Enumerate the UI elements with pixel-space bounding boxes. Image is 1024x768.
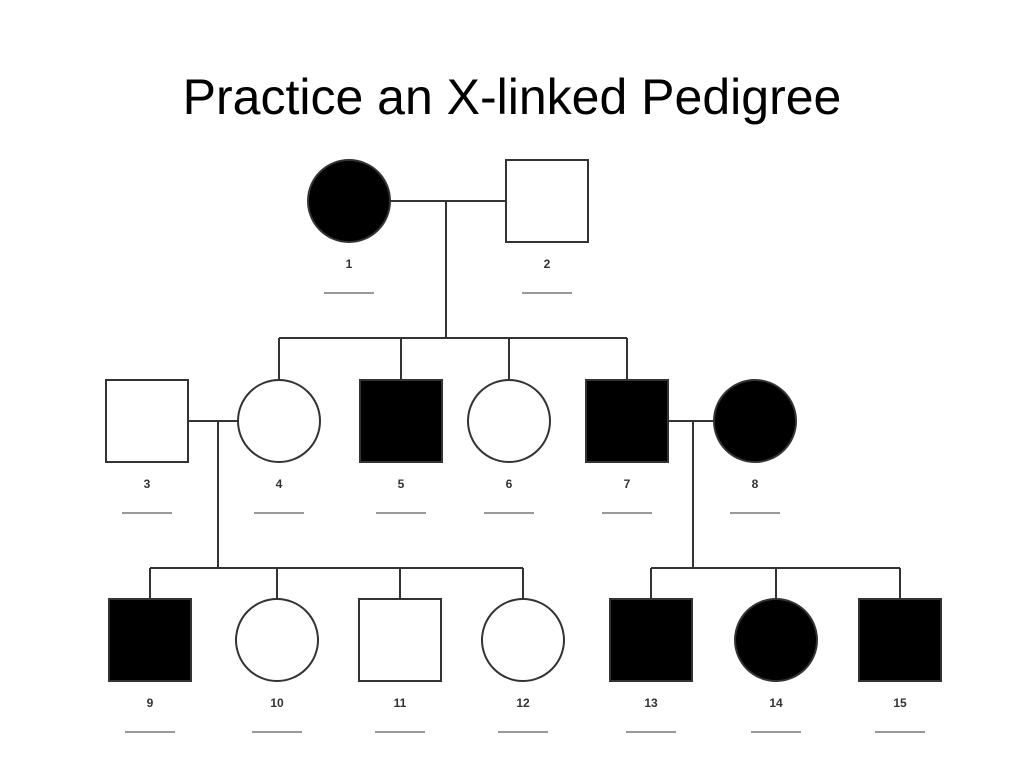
pedigree-lines xyxy=(149,200,901,599)
individual-id-label: 8 xyxy=(752,477,759,491)
individual-id-label: 6 xyxy=(506,477,513,491)
unaffected-female-symbol xyxy=(467,379,551,463)
individual-id-label: 7 xyxy=(624,477,631,491)
individual-id-label: 2 xyxy=(544,257,551,271)
unaffected-male-symbol xyxy=(105,379,189,463)
affected-female-symbol xyxy=(734,598,818,682)
unaffected-male-symbol xyxy=(358,598,442,682)
unaffected-female-symbol xyxy=(481,598,565,682)
unaffected-male-symbol xyxy=(505,159,589,243)
affected-female-symbol xyxy=(307,159,391,243)
individual-id-label: 12 xyxy=(516,696,530,710)
affected-male-symbol xyxy=(609,598,693,682)
unaffected-female-symbol xyxy=(237,379,321,463)
individual-id-label: 1 xyxy=(346,257,353,271)
affected-male-symbol xyxy=(359,379,443,463)
individual-id-label: 3 xyxy=(144,477,151,491)
affected-male-symbol xyxy=(858,598,942,682)
unaffected-female-symbol xyxy=(235,598,319,682)
individual-id-label: 9 xyxy=(147,696,154,710)
individual-id-label: 10 xyxy=(270,696,284,710)
individual-id-label: 13 xyxy=(644,696,658,710)
individual-id-label: 4 xyxy=(276,477,283,491)
individual-id-label: 5 xyxy=(398,477,405,491)
affected-male-symbol xyxy=(585,379,669,463)
affected-male-symbol xyxy=(108,598,192,682)
slide-title: Practice an X-linked Pedigree xyxy=(182,69,842,125)
individual-id-label: 11 xyxy=(394,696,407,710)
individual-id-label: 15 xyxy=(893,696,907,710)
affected-female-symbol xyxy=(713,379,797,463)
individual-id-label: 14 xyxy=(769,696,783,710)
pedigree-symbols xyxy=(105,159,942,682)
